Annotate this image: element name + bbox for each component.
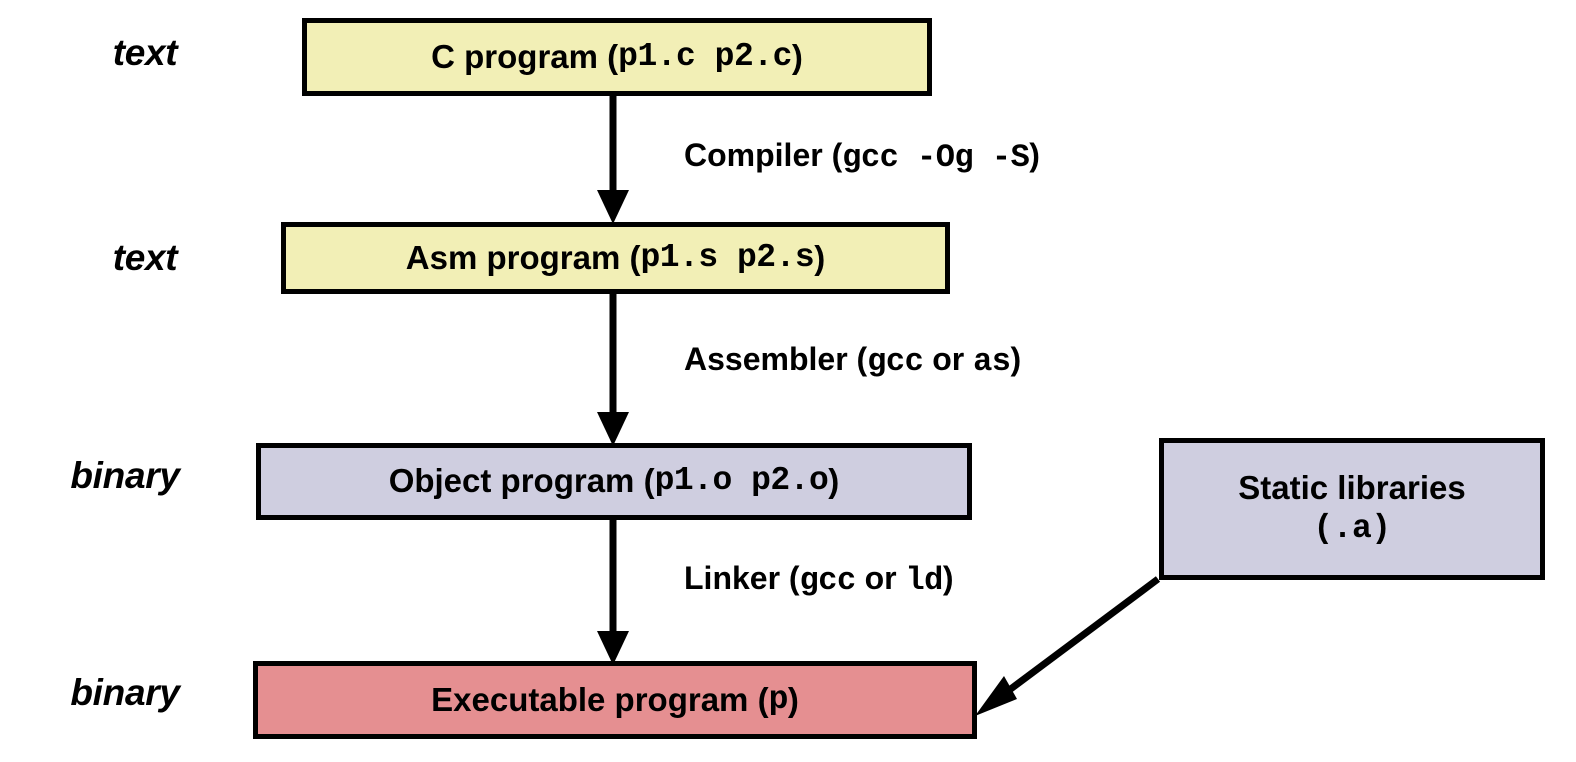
edge-label-linker-code2: ld — [905, 562, 943, 599]
node-c-program-prefix: C program ( — [431, 37, 619, 75]
edge-label-assembler-code2: as — [973, 343, 1011, 380]
edge-label-linker: Linker (gcc or ld) — [684, 560, 954, 599]
arrow-link — [597, 519, 629, 665]
node-static-libraries-title: Static libraries — [1238, 469, 1466, 507]
edge-label-assembler-code: gcc — [867, 343, 924, 380]
node-asm-program[interactable]: Asm program (p1.s p2.s) — [281, 222, 950, 294]
node-executable-program[interactable]: Executable program (p) — [253, 661, 977, 739]
node-object-program-code: p1.o p2.o — [654, 462, 829, 500]
edge-label-compiler-code: gcc -Og -S — [842, 139, 1030, 176]
edge-label-linker-mid: or — [855, 560, 906, 596]
node-executable-program-suffix: ) — [787, 680, 799, 718]
arrow-static-libraries-to-executable — [975, 576, 1161, 716]
node-static-libraries-code: (.a) — [1313, 510, 1391, 547]
edge-label-assembler-suffix: ) — [1010, 341, 1022, 377]
edge-label-compiler-prefix: Compiler ( — [684, 137, 843, 173]
node-c-program-suffix: ) — [791, 37, 803, 75]
edge-label-linker-suffix: ) — [942, 560, 954, 596]
node-static-libraries-stack: Static libraries (.a) — [1238, 468, 1465, 550]
node-object-program-suffix: ) — [828, 462, 840, 500]
node-c-program-code: p1.c p2.c — [618, 37, 792, 75]
edge-label-compiler-suffix: ) — [1029, 137, 1040, 173]
node-asm-program-code: p1.s p2.s — [640, 238, 815, 276]
stage-label-text-1: text — [112, 32, 178, 73]
node-executable-program-code: p — [768, 680, 789, 718]
node-object-program[interactable]: Object program (p1.o p2.o) — [256, 443, 972, 520]
node-asm-program-suffix: ) — [814, 238, 826, 276]
edge-label-linker-code: gcc — [799, 562, 857, 599]
edge-label-assembler-prefix: Assembler ( — [684, 341, 868, 377]
edge-label-linker-prefix: Linker ( — [684, 560, 800, 596]
arrow-compile — [597, 96, 629, 224]
node-c-program[interactable]: C program (p1.c p2.c) — [302, 18, 932, 96]
stage-label-binary-1: binary — [70, 455, 180, 496]
stage-label-binary-2: binary — [70, 672, 180, 713]
node-executable-program-prefix: Executable program ( — [431, 680, 769, 718]
node-object-program-prefix: Object program ( — [388, 462, 655, 500]
edge-label-assembler: Assembler (gcc or as) — [684, 341, 1021, 380]
node-asm-program-prefix: Asm program ( — [405, 238, 641, 276]
edge-label-compiler: Compiler (gcc -Og -S) — [684, 137, 1040, 176]
edge-label-assembler-mid: or — [923, 341, 974, 377]
arrow-assemble — [597, 292, 629, 446]
node-static-libraries[interactable]: Static libraries (.a) — [1159, 438, 1545, 580]
stage-label-text-2: text — [112, 237, 178, 278]
